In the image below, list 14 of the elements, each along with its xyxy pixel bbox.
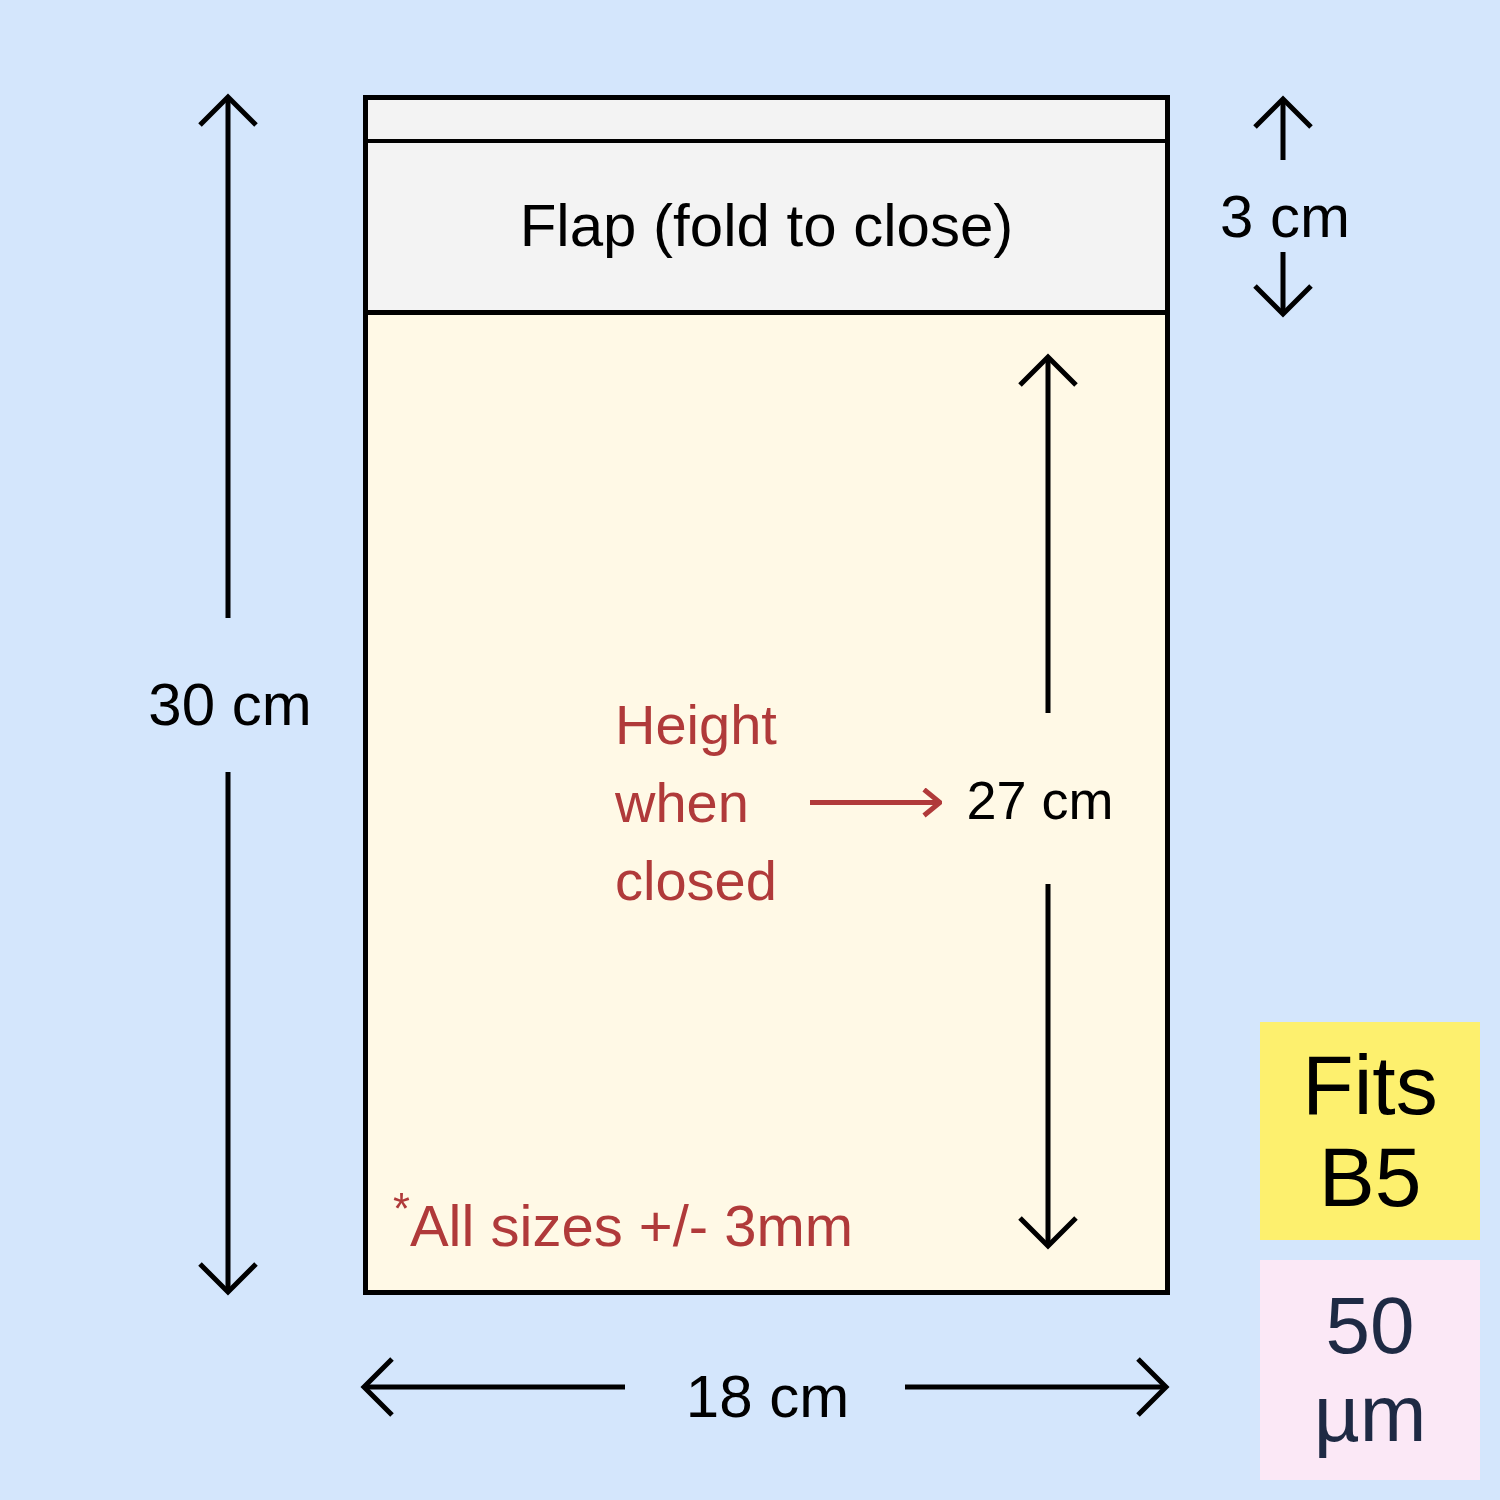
height-note: Height when closed <box>615 691 778 914</box>
dimension-label: 30 cm <box>147 670 313 740</box>
flap-label: Flap (fold to close) <box>519 190 1014 261</box>
dimension-label: 3 cm <box>1219 182 1351 252</box>
node-label: Fits B5 <box>1301 1039 1439 1223</box>
thickness-badge <box>1260 1260 1480 1480</box>
node-label: 50 µm <box>1312 1282 1428 1458</box>
size-badge <box>1260 1022 1480 1240</box>
arrow <box>810 787 943 818</box>
dimension-label: 18 cm <box>684 1362 851 1432</box>
flap-band <box>368 100 1165 315</box>
tolerance-note: $^{*}$All sizes +/- 3mm <box>393 1184 855 1260</box>
bag-outline <box>363 95 1170 1295</box>
dimension-value: 27 cm <box>966 768 1114 832</box>
